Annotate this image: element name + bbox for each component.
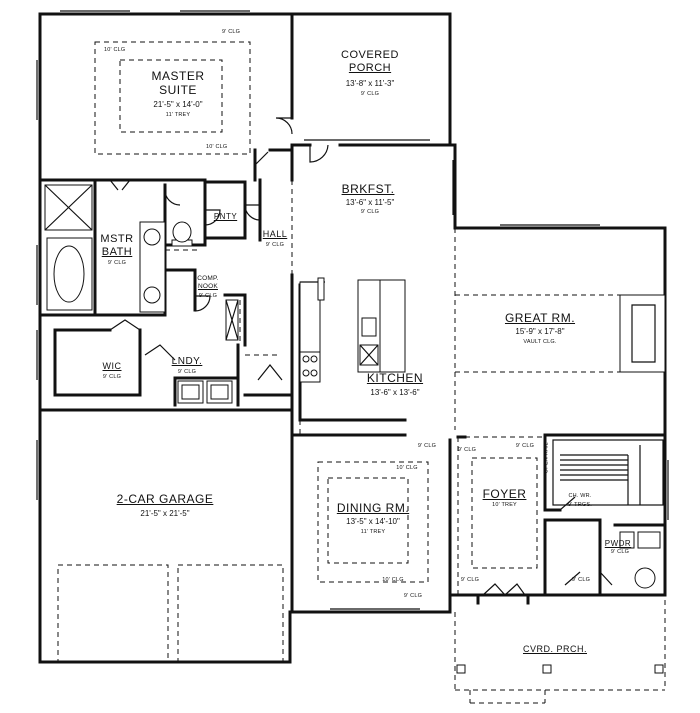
foyer-note-a: 9' CLG [460, 577, 480, 583]
wic-ceiling: 9' CLG [102, 374, 122, 380]
kitchen-ceiling-b: 9' CLG [457, 447, 477, 453]
windows [36, 10, 669, 610]
covered-porch-ceiling: 9' CLG [360, 91, 380, 97]
master-suite-name-1: MASTER [151, 69, 205, 83]
ch-wr-name: CH. WR. [568, 493, 592, 499]
great-rm-name: GREAT RM. [504, 311, 576, 325]
hall-name: HALL [262, 229, 288, 239]
master-note-c: 10' CLG [206, 144, 228, 150]
master-suite-name-2: SUITE [159, 83, 197, 97]
mstr-bath-name-1: MSTR [100, 233, 134, 245]
master-suite-ceiling: 11' TREY [165, 112, 191, 118]
pwdr-ceiling: 9' CLG [610, 549, 630, 555]
door-swings [109, 117, 613, 596]
dining-note-b: 10' CLG [382, 577, 404, 583]
brkfst-ceiling: 9' CLG [360, 209, 380, 215]
covered-porch-dims: 13'-8" x 11'-3" [345, 79, 395, 88]
open-rail-label: OPEN RAIL [543, 442, 550, 474]
foyer-name: FOYER [482, 487, 527, 501]
comp-nook-ceiling: 9' CLG [198, 293, 218, 299]
wic-name: WIC [102, 361, 122, 371]
dining-rm-ceiling: 11' TREY [360, 529, 386, 535]
dining-rm-name: DINING RM. [336, 501, 410, 515]
great-rm-ceiling: VAULT CLG. [523, 339, 557, 345]
master-suite-dims: 21'-5" x 14'-0" [153, 100, 203, 109]
dining-note-a: 10' CLG [396, 465, 418, 471]
comp-nook-name-2: NOOK [198, 283, 218, 290]
kitchen-name: KITCHEN [366, 371, 424, 385]
master-note-b: 9' CLG [222, 29, 241, 35]
dining-note-c: 9' CLG [403, 593, 423, 599]
ch-wr-ceiling: 9' TRGS. [568, 502, 592, 508]
lndy-ceiling: 9' CLG [177, 369, 197, 375]
interior-walls [38, 12, 667, 614]
foyer-side-ceiling: 9' CLG [515, 443, 535, 449]
brkfst-name: BRKFST. [341, 182, 395, 196]
front-porch-name: CVRD. PRCH. [522, 644, 587, 654]
foyer-ceiling: 10' TREY [492, 502, 517, 508]
pwdr-name: PWDR [604, 539, 632, 548]
covered-porch-name-2: PORCH [348, 62, 392, 74]
master-note-a: 10' CLG [104, 47, 126, 53]
garage-dims: 21'-5" x 21'-5" [140, 509, 190, 518]
pntry-name: PNTY [213, 212, 238, 221]
entry-ceiling: 9' CLG [571, 577, 591, 583]
mstr-bath-ceiling: 9' CLG [107, 260, 127, 266]
kitchen-ceiling-a: 9' CLG [417, 443, 437, 449]
fixtures [44, 184, 666, 674]
covered-porch-name-1: COVERED [341, 49, 399, 61]
dining-rm-dims: 13'-5" x 14'-10" [346, 517, 400, 526]
lndy-name: LNDY. [171, 356, 203, 367]
kitchen-dims: 13'-6" x 13'-6" [370, 388, 420, 397]
garage-name: 2-CAR GARAGE [116, 492, 214, 506]
great-rm-dims: 15'-9" x 17'-8" [515, 327, 565, 336]
brkfst-dims: 13'-6" x 11'-5" [345, 198, 395, 207]
comp-nook-name-1: COMP. [197, 275, 219, 282]
hall-ceiling: 9' CLG [265, 242, 285, 248]
mstr-bath-name-2: BATH [101, 246, 133, 258]
